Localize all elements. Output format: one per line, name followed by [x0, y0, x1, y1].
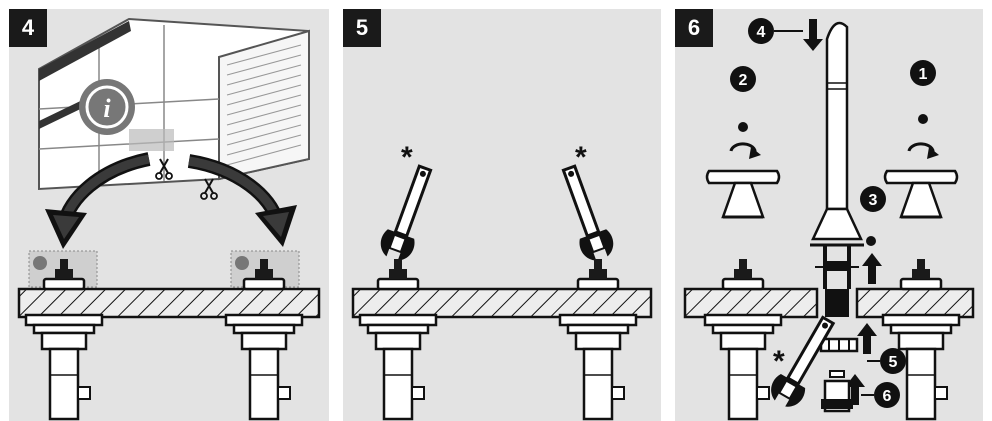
- svg-text:6: 6: [883, 388, 892, 405]
- countertop: [351, 287, 653, 319]
- valve-stem: [376, 257, 420, 291]
- step-number-badge: 5: [343, 9, 381, 47]
- faucet-handle-left: [705, 169, 781, 219]
- countertop: [683, 287, 819, 319]
- step-5-panel: 5 * *: [343, 9, 661, 421]
- step-4-panel: 4 i: [9, 9, 329, 421]
- step-6-panel: 6: [675, 9, 983, 421]
- valve-body: [703, 313, 783, 421]
- asterisk-note: *: [401, 141, 413, 174]
- callout-3: 3: [860, 186, 886, 212]
- countertop: [17, 287, 321, 319]
- valve-stem: [721, 257, 765, 291]
- arrow-right-down: [187, 154, 297, 247]
- valve-body: [24, 313, 104, 421]
- info-icon: i: [79, 79, 135, 135]
- svg-text:2: 2: [739, 72, 748, 89]
- rotate-icon: [729, 142, 761, 159]
- callout-1: 1: [910, 60, 936, 86]
- drain-fitting: [821, 370, 853, 413]
- step-number-badge: 4: [9, 9, 47, 47]
- asterisk-note: *: [575, 141, 587, 174]
- valve-body: [358, 313, 438, 421]
- valve-stem: [899, 257, 943, 291]
- svg-text:i: i: [103, 94, 111, 123]
- wrench-icon: [551, 160, 620, 266]
- svg-text:3: 3: [869, 192, 878, 209]
- arrow-down-icon: [803, 19, 823, 51]
- arrow-up-icon: [857, 323, 877, 354]
- svg-text:1: 1: [919, 66, 928, 83]
- svg-text:4: 4: [757, 24, 766, 41]
- countertop: [855, 287, 975, 319]
- valve-body: [224, 313, 304, 421]
- valve-body: [558, 313, 638, 421]
- mounting-nut: [819, 337, 859, 353]
- valve-stem: [576, 257, 620, 291]
- scissors-icon: [200, 178, 218, 200]
- callout-5: 5: [867, 348, 906, 374]
- wrench-icon: [374, 160, 443, 266]
- arrow-up-icon: [862, 253, 882, 284]
- faucet-handle-right: [883, 169, 959, 219]
- callout-4: 4: [748, 18, 803, 44]
- svg-text:5: 5: [889, 354, 898, 371]
- instruction-sheet: [38, 17, 310, 191]
- callout-2: 2: [730, 66, 756, 92]
- arrow-left-down: [45, 152, 151, 249]
- callout-6: 6: [861, 382, 900, 408]
- faucet-spout: [810, 21, 864, 289]
- rotate-icon: [907, 142, 939, 159]
- step-number-badge: 6: [675, 9, 713, 47]
- asterisk-note: *: [773, 345, 785, 378]
